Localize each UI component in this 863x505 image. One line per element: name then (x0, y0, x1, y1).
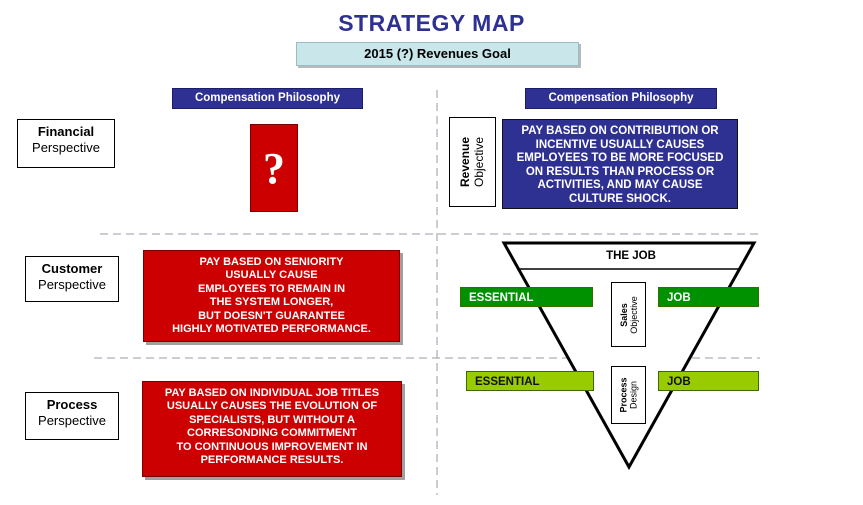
compensation-philosophy-left: Compensation Philosophy (172, 88, 363, 109)
financial-perspective-subtitle: Perspective (32, 140, 100, 155)
customer-perspective-label: Customer Perspective (25, 256, 119, 302)
essential-bar-2: ESSENTIAL (466, 371, 594, 391)
essential-bar-1: ESSENTIAL (460, 287, 593, 307)
customer-perspective-title: Customer (41, 261, 103, 276)
process-design-box: Process Design (611, 366, 646, 424)
financial-perspective-label: Financial Perspective (17, 119, 115, 168)
customer-perspective-subtitle: Perspective (38, 277, 106, 292)
process-design-subtitle: Design (628, 381, 639, 410)
financial-perspective-title: Financial (37, 124, 95, 139)
the-job-label: THE JOB (606, 250, 656, 262)
process-design-title: Process (618, 377, 629, 413)
compensation-philosophy-right: Compensation Philosophy (525, 88, 717, 109)
revenues-goal-banner: 2015 (?) Revenues Goal (296, 42, 579, 66)
sales-objective-title: Sales (618, 302, 629, 327)
contribution-pay-box: PAY BASED ON CONTRIBUTION OR INCENTIVE U… (502, 119, 738, 209)
sales-objective-box: Sales Objective (611, 282, 646, 347)
process-perspective-title: Process (46, 397, 98, 412)
unknown-philosophy-question-mark: ? (250, 124, 298, 212)
revenue-objective-subtitle: Objective (472, 136, 487, 188)
revenue-objective-box: Revenue Objective (449, 117, 496, 207)
sales-objective-subtitle: Objective (628, 295, 639, 334)
job-titles-pay-box: PAY BASED ON INDIVIDUAL JOB TITLES USUAL… (142, 381, 402, 477)
revenue-objective-title: Revenue (458, 136, 473, 188)
seniority-pay-box: PAY BASED ON SENIORITY USUALLY CAUSE EMP… (143, 250, 400, 342)
job-bar-2: JOB (658, 371, 759, 391)
process-perspective-label: Process Perspective (25, 392, 119, 440)
inverted-triangle (501, 241, 757, 471)
page-title: STRATEGY MAP (338, 10, 525, 36)
process-perspective-subtitle: Perspective (38, 413, 106, 428)
job-bar-1: JOB (658, 287, 759, 307)
